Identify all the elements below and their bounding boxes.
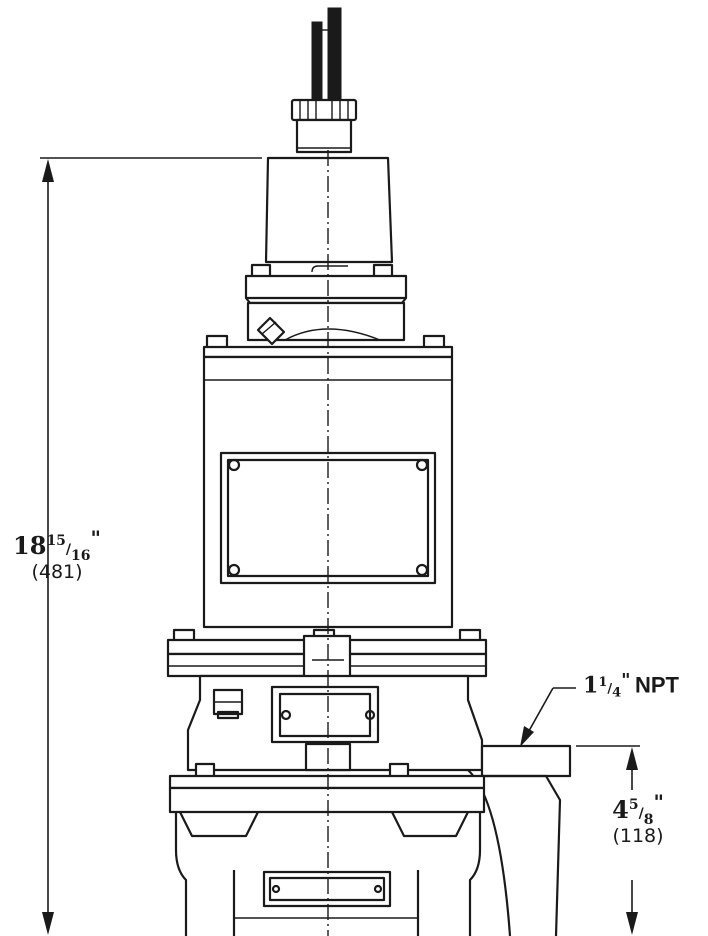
fraction-slash: / <box>607 681 613 697</box>
discharge-height-whole: 4 <box>612 795 629 824</box>
npt-text: NPT <box>635 672 679 698</box>
overall-height-imperial: 1815/16" <box>8 526 106 564</box>
discharge-height-metric: (118) <box>612 825 664 848</box>
volute-casing <box>168 762 486 936</box>
npt-denominator: 4 <box>612 685 622 701</box>
power-cables <box>311 7 342 101</box>
overall-height-dimension-line <box>40 157 262 935</box>
npt-unit: " <box>621 670 631 691</box>
npt-whole: 1 <box>583 672 599 699</box>
drain-bolt <box>212 688 244 720</box>
discharge-height-label: 45/8" (118) <box>600 792 676 847</box>
overall-height-metric: (481) <box>31 561 83 584</box>
upper-flange <box>244 263 408 305</box>
overall-height-unit: " <box>90 526 101 550</box>
middle-flange <box>166 628 488 686</box>
discharge-outlet <box>467 744 572 936</box>
overall-height-label: 1815/16" (481) <box>8 528 106 583</box>
motor-top-cap <box>264 156 394 273</box>
discharge-height-dimension-line <box>576 745 640 935</box>
overall-height-numerator: 15 <box>46 533 66 549</box>
npt-leader-arrow <box>520 687 576 747</box>
overall-height-whole: 18 <box>13 531 47 560</box>
seal-housing <box>186 674 484 772</box>
fraction-slash: / <box>638 806 644 822</box>
inspection-plate <box>270 685 380 744</box>
discharge-height-imperial: 45/8" <box>600 790 676 828</box>
discharge-height-numerator: 5 <box>628 797 639 813</box>
bearing-housing <box>246 301 406 346</box>
npt-numerator: 1 <box>598 675 608 690</box>
fraction-slash: / <box>65 542 72 558</box>
discharge-height-unit: " <box>653 790 664 814</box>
discharge-height-denominator: 8 <box>643 811 654 828</box>
discharge-npt-label: 11/4" NPT <box>583 670 679 701</box>
cable-gland <box>290 98 358 154</box>
overall-height-denominator: 16 <box>71 547 91 564</box>
plug-bolt <box>256 316 286 346</box>
